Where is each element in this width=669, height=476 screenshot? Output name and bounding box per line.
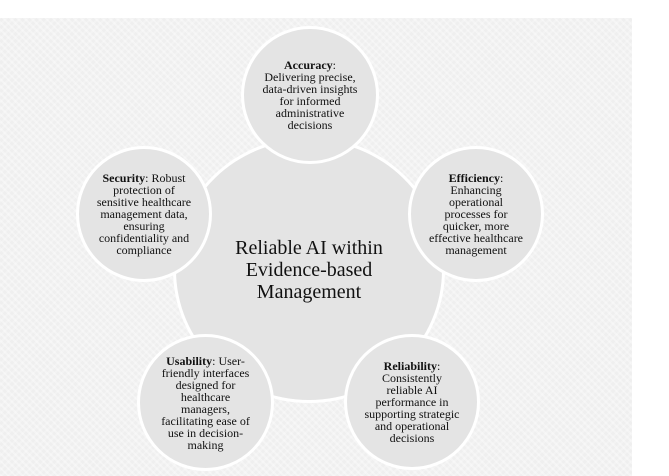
node-efficiency-description: Enhancing operational processes for quic… [428,183,524,257]
node-reliability-description: Consistently reliable AI performance in … [364,371,460,445]
node-security-description: Robust protection of sensitive healthcar… [96,171,192,257]
node-accuracy-label: Accuracy [284,58,333,72]
node-usability-description: User-friendly interfaces designed for he… [161,353,250,452]
node-efficiency-label: Efficiency [448,171,500,185]
node-security-label: Security [102,171,146,185]
node-usability-label: Usability [166,353,213,368]
node-usability: Usability: User-friendly interfaces desi… [137,334,274,471]
center-title: Reliable AI within Evidence-based Manage… [235,237,383,303]
node-reliability-label: Reliability [383,359,437,373]
node-efficiency: Efficiency: Enhancing operational proces… [408,146,544,282]
node-security: Security: Robust protection of sensitive… [76,146,212,282]
node-accuracy: Accuracy: Delivering precise, data-drive… [241,26,379,164]
node-reliability: Reliability: Consistently reliable AI pe… [344,334,480,470]
node-accuracy-description: Delivering precise, data-driven insights… [262,70,358,132]
